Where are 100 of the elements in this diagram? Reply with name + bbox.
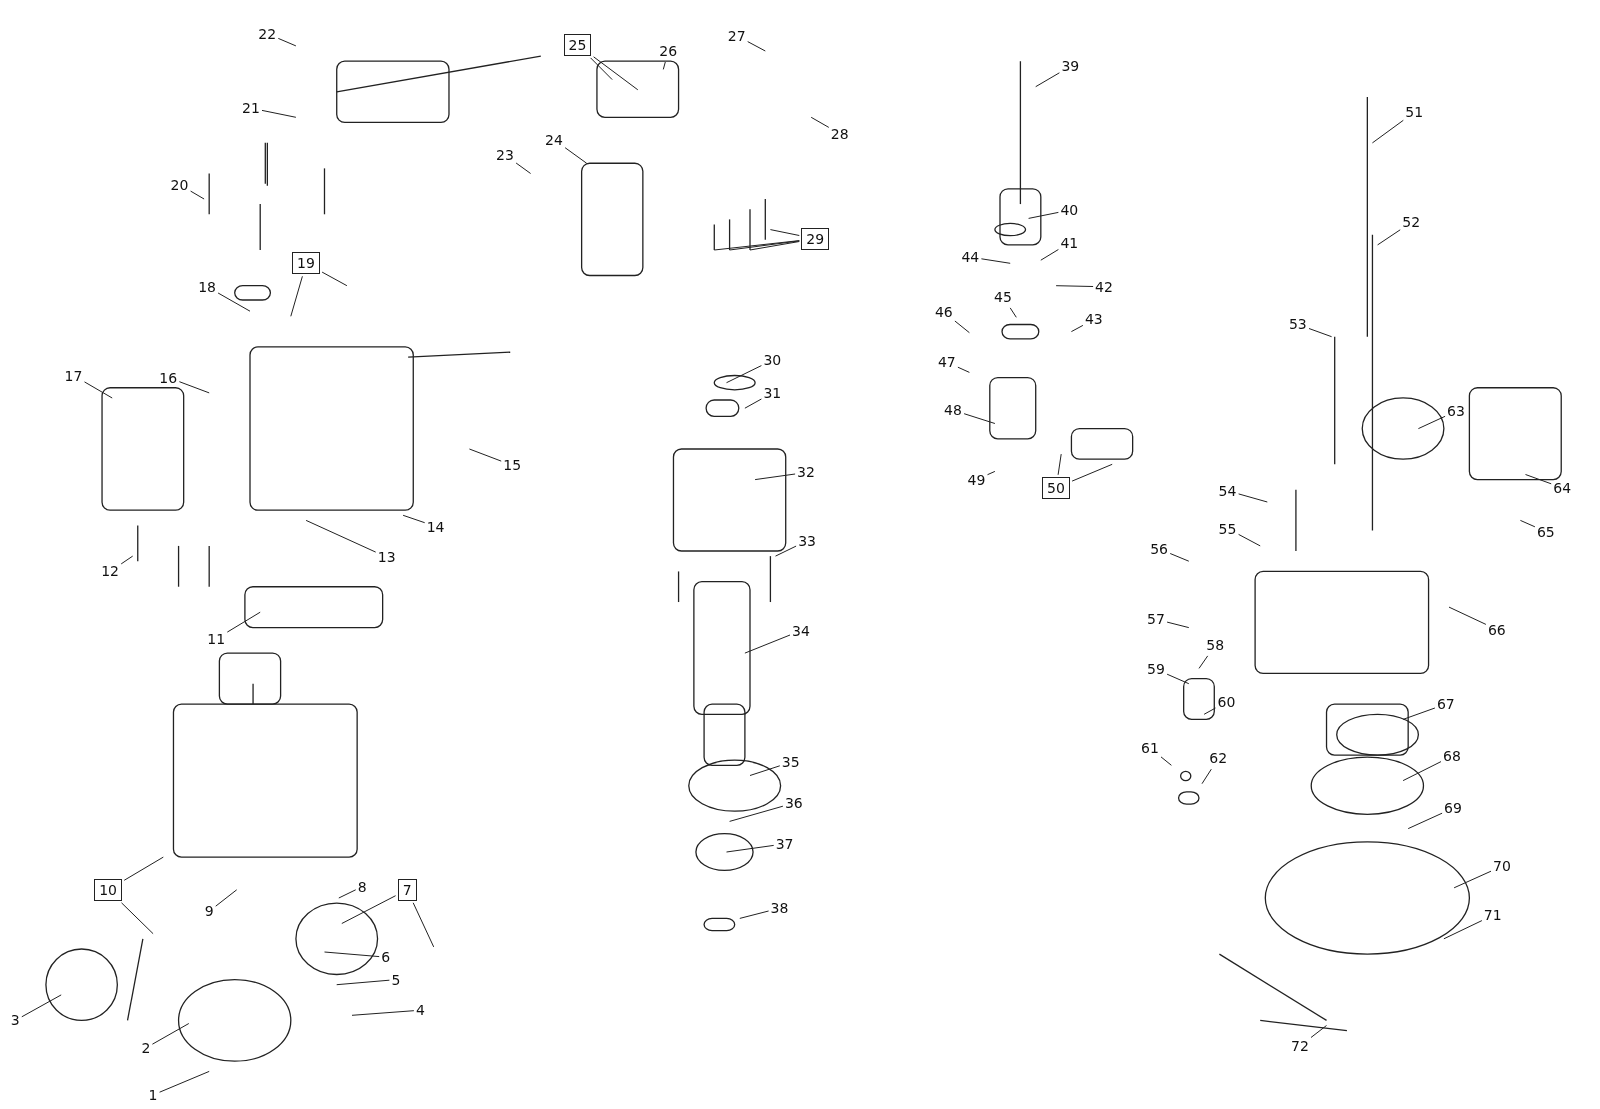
callout-number: 51 <box>1405 103 1424 122</box>
leader-line <box>1443 920 1483 940</box>
callout-number: 37 <box>775 834 794 853</box>
callout-number: 36 <box>784 794 803 813</box>
leader-line <box>402 514 426 524</box>
callout-number: 31 <box>763 383 782 402</box>
leader-line <box>1201 768 1212 785</box>
leader-line <box>1028 211 1059 219</box>
leader-line <box>564 147 588 164</box>
callout-number: 33 <box>798 531 816 550</box>
leader-line <box>261 109 297 118</box>
callout-number: 2 <box>141 1038 151 1057</box>
callout-number: 50 <box>1042 476 1070 499</box>
callout-number: 21 <box>242 99 260 118</box>
leader-line <box>590 57 613 81</box>
leader-line <box>810 116 830 128</box>
leader-line <box>1417 415 1446 430</box>
callout-number: 16 <box>159 368 178 387</box>
callout-number: 28 <box>830 124 849 143</box>
callout-number: 58 <box>1206 635 1225 654</box>
callout-number: 64 <box>1553 478 1572 497</box>
callout-number: 13 <box>377 548 396 567</box>
callout-number: 11 <box>207 629 226 648</box>
leader-line <box>744 634 791 654</box>
leader-line <box>729 240 800 251</box>
leader-line <box>957 366 970 373</box>
leader-line <box>662 61 666 70</box>
callout-number: 56 <box>1150 539 1168 558</box>
leader-line <box>305 519 377 553</box>
callout-number: 55 <box>1218 519 1237 538</box>
leader-line <box>1055 285 1094 287</box>
leader-line <box>729 805 784 822</box>
leader-line <box>1009 307 1017 318</box>
callout-number: 29 <box>801 227 830 250</box>
callout-number: 3 <box>10 1011 20 1030</box>
leader-line <box>1160 756 1172 766</box>
leader-line <box>749 765 781 776</box>
callout-number: 39 <box>1061 57 1080 76</box>
leader-line <box>1203 707 1216 715</box>
callout-number: 23 <box>496 146 514 165</box>
callout-number: 17 <box>64 366 83 385</box>
leader-line <box>1169 553 1190 562</box>
leader-line <box>321 271 348 287</box>
leader-line <box>754 473 796 481</box>
leader-line <box>1519 519 1536 528</box>
callout-number: 40 <box>1060 201 1079 220</box>
leader-line <box>1057 453 1062 476</box>
leader-line <box>336 979 390 986</box>
callout-number: 10 <box>94 878 122 901</box>
leader-line <box>593 56 639 91</box>
leader-line <box>338 889 357 899</box>
callout-number: 12 <box>101 562 120 581</box>
callout-number: 20 <box>170 175 189 194</box>
leader-line <box>1071 463 1113 482</box>
callout-number: 32 <box>797 463 815 482</box>
leader-line <box>1070 324 1084 333</box>
leader-line <box>84 381 113 399</box>
leader-line <box>190 190 205 200</box>
callout-number: 25 <box>563 33 592 56</box>
leader-line <box>1238 533 1261 547</box>
callout-number: 27 <box>727 26 746 45</box>
leader-line <box>468 448 502 462</box>
callout-number: 47 <box>937 353 956 372</box>
callout-number: 43 <box>1084 310 1103 329</box>
callout-number: 66 <box>1487 620 1506 639</box>
callout-number: 67 <box>1436 695 1455 714</box>
leader-line <box>1453 870 1492 889</box>
leader-line <box>123 856 164 881</box>
leader-line <box>1377 229 1401 246</box>
callout-number: 24 <box>545 130 563 149</box>
callout-number: 15 <box>503 456 522 475</box>
leader-line <box>1166 673 1190 685</box>
callout-number: 9 <box>204 902 214 921</box>
leader-line <box>1310 1025 1327 1038</box>
leader-line <box>215 889 238 907</box>
callout-number: 4 <box>415 1001 425 1020</box>
callout-number: 68 <box>1443 747 1461 766</box>
leader-line <box>341 895 397 924</box>
callout-number: 59 <box>1147 660 1165 679</box>
callout-number: 30 <box>763 351 782 370</box>
callout-number: 26 <box>659 42 678 60</box>
leader-line <box>1402 707 1436 720</box>
leader-line <box>1166 621 1190 629</box>
callout-number: 6 <box>381 948 391 967</box>
leader-line <box>151 1023 190 1045</box>
leader-line <box>1308 328 1333 338</box>
callout-number: 18 <box>198 277 216 296</box>
leader-line <box>747 41 766 52</box>
leader-line <box>954 320 970 334</box>
leader-line <box>412 902 435 948</box>
callout-number: 38 <box>770 899 789 918</box>
callout-number: 52 <box>1402 213 1421 232</box>
callout-number: 71 <box>1483 906 1502 925</box>
leader-line <box>987 470 996 476</box>
callout-number: 60 <box>1217 693 1236 712</box>
leader-line <box>277 37 297 47</box>
leader-line <box>775 545 797 557</box>
callout-number: 42 <box>1095 277 1113 296</box>
callout-number: 61 <box>1141 738 1159 757</box>
callout-number: 14 <box>426 517 445 536</box>
